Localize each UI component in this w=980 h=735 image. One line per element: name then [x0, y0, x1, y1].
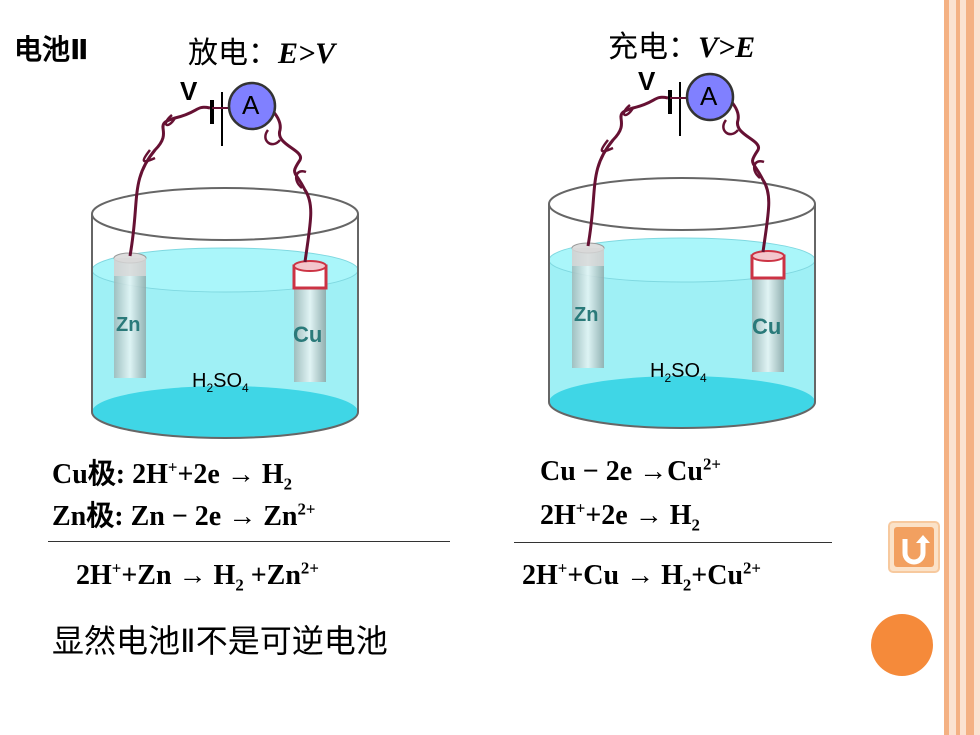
left-cell — [91, 81, 359, 439]
left-electrolyte-so: SO — [213, 370, 243, 392]
left-zn-equation: Zn极: Zn − 2e → Zn2+ — [52, 494, 315, 534]
return-icon — [888, 521, 940, 573]
border-stripe-line-1 — [944, 0, 949, 735]
right-zn-label: Zn — [574, 304, 599, 326]
right-beaker-rim — [548, 177, 816, 231]
left-zn-eq-prefix: Zn极: Zn − 2e → Zn — [52, 501, 298, 532]
left-cu-label: Cu — [293, 322, 323, 347]
left-total-b-sub: 2 — [235, 575, 244, 595]
right-zn-electrode — [571, 242, 605, 368]
left-electrolyte-sub2: 4 — [242, 381, 249, 395]
right-line1-equation: Cu − 2e →Cu2+ — [540, 456, 721, 488]
left-wire-loop — [142, 114, 177, 163]
border-stripe-line-3 — [966, 0, 974, 735]
right-line2-sub: 2 — [691, 515, 700, 535]
right-total-c-sup: 2+ — [743, 558, 761, 578]
right-total-a-sup: + — [557, 558, 568, 578]
right-total-b: +Cu → H — [567, 560, 683, 591]
discharge-heading: 放电：E>V — [188, 28, 335, 72]
left-voltage-symbol: V — [180, 76, 198, 106]
right-line2-a: 2H — [540, 500, 576, 531]
right-total-equation: 2H++Cu → H2+Cu2+ — [522, 558, 761, 595]
right-electrolyte-sub1: 2 — [664, 371, 672, 385]
right-ammeter-symbol: A — [700, 81, 718, 111]
left-total-b: +Zn → H — [121, 560, 236, 591]
charge-label: 充电： — [608, 30, 698, 65]
left-electrolyte: H2SO4 — [192, 370, 249, 395]
right-cu-label: Cu — [752, 314, 782, 339]
right-line2-equation: 2H++2e → H2 — [540, 498, 700, 535]
left-ammeter — [227, 81, 277, 131]
right-line2-b: +2e → H — [585, 500, 692, 531]
battery-label: 电池Ⅱ — [14, 33, 89, 66]
left-wire-1 — [128, 105, 211, 257]
conclusion-text: 显然电池Ⅱ不是可逆电池 — [52, 622, 388, 660]
left-cu-electrode — [292, 260, 328, 382]
left-cu-eq-mid: +2e → H — [177, 459, 284, 490]
left-electrolyte-h: H — [192, 370, 207, 392]
discharge-label: 放电： — [188, 36, 278, 71]
left-cu-eq-sub: 2 — [283, 474, 293, 494]
right-line2-sup: + — [575, 498, 586, 518]
left-cu-eq-sup: + — [167, 457, 178, 477]
charge-heading: 充电：V>E — [608, 22, 755, 66]
right-divider — [514, 542, 832, 543]
right-electrolyte-sub2: 4 — [700, 371, 707, 385]
left-zn-eq-sup: 2+ — [297, 499, 316, 519]
left-electrolyte-sub1: 2 — [206, 381, 214, 395]
right-wire-1 — [586, 95, 669, 247]
left-total-equation: 2H++Zn → H2 +Zn2+ — [76, 558, 319, 595]
right-line1: Cu − 2e →Cu — [540, 456, 703, 487]
left-zn-label: Zn — [116, 314, 141, 336]
left-zn-electrode — [113, 252, 147, 378]
left-total-c: +Zn — [243, 560, 301, 591]
right-electrolyte-so: SO — [671, 360, 701, 382]
accent-circle — [871, 614, 933, 676]
right-cu-electrode — [750, 250, 786, 372]
left-liquid-bottom — [92, 386, 358, 438]
return-button[interactable] — [888, 521, 940, 573]
charge-condition: V>E — [698, 31, 756, 64]
left-cu-eq-prefix: Cu极: 2H — [52, 459, 168, 490]
left-divider — [48, 541, 450, 542]
right-total-b-sub: 2 — [682, 575, 692, 595]
right-total-a: 2H — [522, 560, 558, 591]
border-stripe-outer — [944, 0, 980, 735]
right-total-c: +Cu — [691, 560, 744, 591]
left-cu-equation: Cu极: 2H++2e → H2 — [52, 452, 293, 494]
border-stripe-line-2 — [956, 0, 960, 735]
right-line1-sup: 2+ — [702, 454, 721, 474]
left-total-a: 2H — [76, 560, 112, 591]
left-total-a-sup: + — [111, 558, 122, 578]
right-voltage-symbol: V — [638, 66, 656, 96]
right-liquid-bottom — [549, 376, 815, 428]
right-electrolyte: H2SO4 — [650, 360, 707, 385]
right-ammeter — [685, 72, 735, 122]
right-electrolyte-h: H — [650, 360, 665, 382]
right-wire-2 — [726, 96, 771, 253]
left-wire-2 — [268, 106, 313, 263]
discharge-condition: E>V — [278, 37, 336, 70]
left-total-c-sup: 2+ — [300, 558, 319, 578]
left-ammeter-symbol: A — [242, 90, 260, 120]
right-cell — [548, 72, 816, 429]
